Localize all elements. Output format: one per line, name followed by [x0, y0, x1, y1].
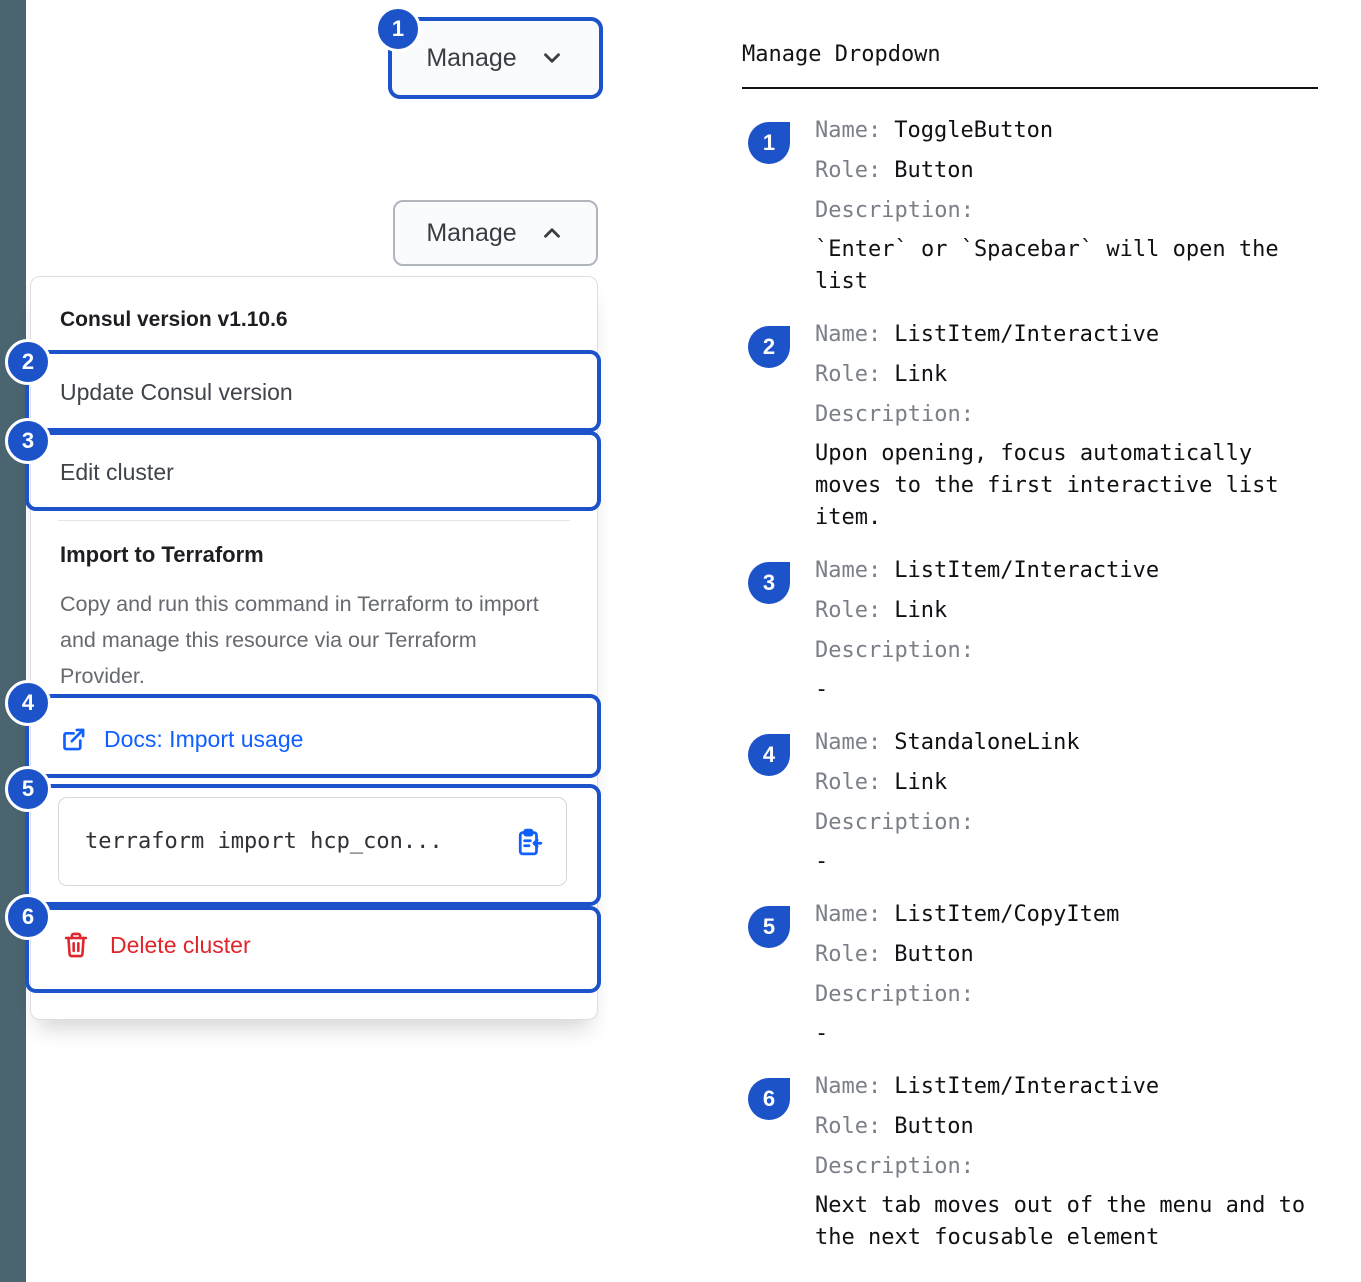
spec-badge-3: 3 [748, 562, 790, 604]
spec-entry-5: 5 Name: ListItem/CopyItem Role: Button Des… [742, 895, 1320, 1050]
name-value: StandaloneLink [894, 730, 1080, 755]
description-value: Next tab moves out of the menu and to th… [815, 1193, 1306, 1250]
description-label: Description: [815, 982, 974, 1007]
spec-badge-2: 2 [748, 326, 790, 368]
spec-badge-4: 4 [748, 734, 790, 776]
spec-title: Manage Dropdown [742, 42, 941, 67]
description-value: - [815, 849, 829, 874]
manage-toggle-button[interactable]: Manage [388, 17, 603, 99]
external-link-icon [63, 728, 85, 751]
description-label: Description: [815, 1154, 974, 1179]
name-label: Name: [815, 558, 882, 583]
spec-entry-1: 1 Name: ToggleButton Role: Button Descript… [742, 111, 1320, 298]
role-label: Role: [815, 598, 882, 623]
chevron-down-icon [543, 53, 560, 63]
annotation-badge-1: 1 [375, 6, 421, 52]
role-value: Button [894, 158, 974, 183]
delete-cluster-item[interactable]: Delete cluster [62, 931, 251, 959]
spec-entry-3: 3 Name: ListItem/Interactive Role: Link De… [742, 551, 1320, 706]
spec-entry-6: 6 Name:ListItem/Interactive Role:Button … [742, 1067, 1320, 1254]
annotation-badge-5: 5 [5, 766, 51, 812]
docs-link-label: Docs: Import usage [104, 726, 304, 752]
name-value: ListItem/Interactive [894, 1074, 1160, 1099]
name-label: Name: [815, 902, 882, 927]
description-label: Description: [815, 638, 974, 663]
description-value: `Enter` or `Spacebar` will open the list [815, 237, 1279, 294]
trash-icon [64, 932, 88, 958]
description-value: - [815, 677, 829, 702]
manage-toggle-label: Manage [426, 43, 517, 72]
description-label: Description: [815, 402, 974, 427]
name-value: ListItem/Interactive [894, 558, 1160, 583]
spec-badge-1: 1 [748, 122, 790, 164]
name-label: Name: [815, 730, 882, 755]
role-label: Role: [815, 942, 882, 967]
menu-divider [58, 520, 570, 521]
role-label: Role: [815, 770, 882, 795]
annotation-badge-4: 4 [5, 680, 51, 726]
spec-rule [742, 87, 1318, 89]
delete-cluster-label: Delete cluster [110, 931, 251, 958]
role-label: Role: [815, 158, 882, 183]
description-label: Description: [815, 810, 974, 835]
spec-entry-2: 2 Name: ListItem/Interactive Role: Link De… [742, 315, 1320, 534]
name-value: ListItem/Interactive [894, 322, 1160, 347]
manage-open-button[interactable]: Manage [393, 200, 598, 266]
menu-item-edit-cluster[interactable]: Edit cluster [60, 459, 174, 485]
description-value: Upon opening, focus automatically moves … [815, 441, 1279, 530]
spec-column: Manage Dropdown 1 Name: ToggleButton Role… [742, 0, 1320, 1271]
annotation-badge-3: 3 [5, 418, 51, 464]
role-value: Button [894, 1114, 974, 1139]
role-value: Link [894, 362, 948, 387]
name-value: ToggleButton [894, 118, 1054, 143]
terraform-import-command: terraform import hcp_con... [85, 829, 443, 854]
name-value: ListItem/CopyItem [894, 902, 1120, 927]
role-value: Link [894, 770, 948, 795]
role-label: Role: [815, 362, 882, 387]
role-value: Button [894, 942, 974, 967]
annotation-badge-2: 2 [5, 339, 51, 385]
copy-command-button[interactable] [514, 827, 544, 857]
name-label: Name: [815, 1074, 882, 1099]
annotation-badge-6: 6 [5, 894, 51, 940]
role-label: Role: [815, 1114, 882, 1139]
manage-dropdown-menu [30, 276, 598, 1020]
role-value: Link [894, 598, 948, 623]
menu-item-update-consul-version[interactable]: Update Consul version [60, 379, 293, 405]
docs-import-usage-link[interactable]: Docs: Import usage [60, 726, 303, 753]
name-label: Name: [815, 322, 882, 347]
spec-badge-6: 6 [748, 1078, 790, 1120]
manage-open-label: Manage [426, 218, 517, 247]
consul-version-label: Consul version v1.10.6 [60, 308, 288, 331]
spec-badge-5: 5 [748, 906, 790, 948]
clipboard-copy-icon [518, 828, 543, 855]
terraform-import-code-field: terraform import hcp_con... [58, 797, 567, 886]
name-label: Name: [815, 118, 882, 143]
description-value: - [815, 1021, 829, 1046]
import-section-title: Import to Terraform [60, 542, 264, 567]
import-section-description: Copy and run this command in Terraform t… [60, 592, 539, 688]
left-rail [0, 0, 26, 1282]
chevron-up-icon [543, 228, 560, 238]
spec-entry-4: 4 Name: StandaloneLink Role: Link Descript… [742, 723, 1320, 878]
description-label: Description: [815, 198, 974, 223]
